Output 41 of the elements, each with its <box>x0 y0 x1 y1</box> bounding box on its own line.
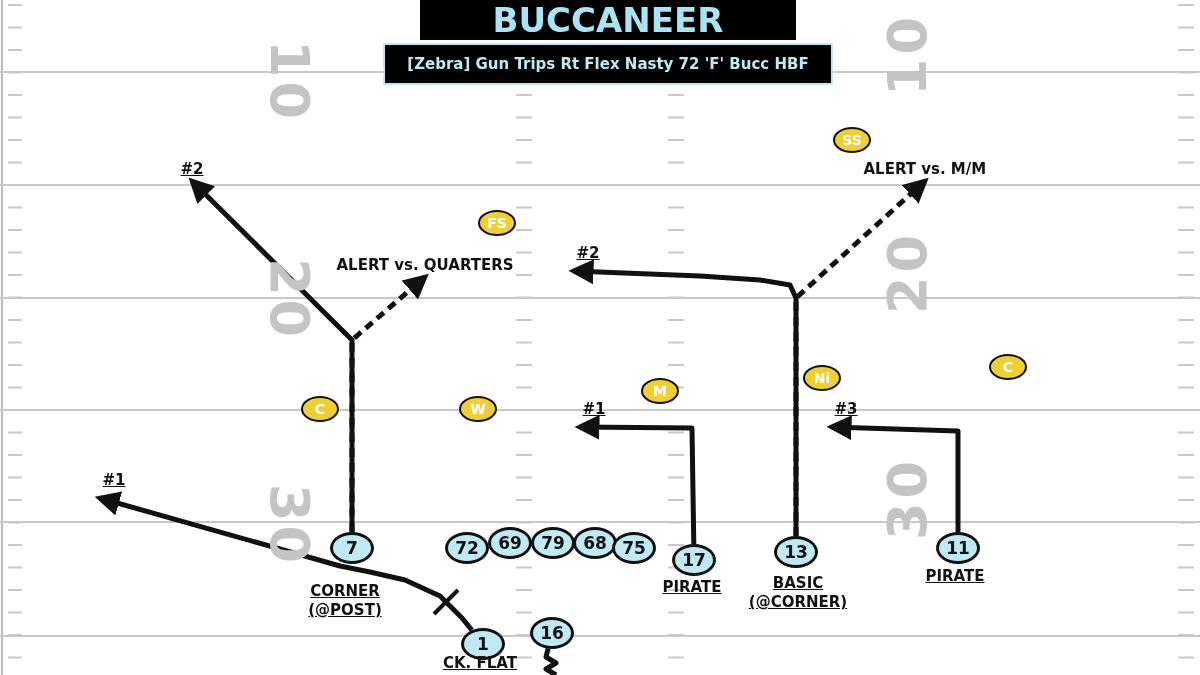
yard-number: 30 <box>258 484 321 568</box>
yard-number: 20 <box>876 230 939 314</box>
receiver-number: #1 <box>102 471 126 489</box>
route-note: ALERT vs. M/M <box>863 160 987 178</box>
route-name: CORNER (@POST) <box>307 582 383 620</box>
player-marker: 17 <box>672 544 716 576</box>
route-name: PIRATE <box>661 578 723 597</box>
yard-number: 20 <box>258 258 321 342</box>
player-marker: 7 <box>330 532 374 564</box>
yard-number: 10 <box>258 40 321 124</box>
player-marker: 68 <box>573 527 617 559</box>
title: BUCCANEER <box>420 0 796 40</box>
defender-marker: FS <box>478 210 516 236</box>
receiver-number: #1 <box>582 400 606 418</box>
route-arrow <box>826 415 961 532</box>
defender-marker: C <box>989 354 1027 380</box>
route-arrow <box>568 259 799 536</box>
defender-marker: W <box>459 396 497 422</box>
receiver-number: #3 <box>834 400 858 418</box>
defender-marker: Ni <box>803 365 841 391</box>
receiver-number: #2 <box>180 160 204 178</box>
route-name: PIRATE <box>924 567 986 586</box>
subtitle: [Zebra] Gun Trips Rt Flex Nasty 72 'F' Bucc HBF <box>383 43 833 85</box>
route-arrow <box>94 491 474 632</box>
player-marker: 69 <box>488 527 532 559</box>
receiver-number: #2 <box>576 244 600 262</box>
player-marker: 16 <box>530 617 574 649</box>
route-note: ALERT vs. QUARTERS <box>336 256 514 274</box>
player-marker: 72 <box>445 532 489 564</box>
route-arrow <box>574 414 697 545</box>
route-name: BASIC (@CORNER) <box>747 574 849 612</box>
defender-marker: SS <box>833 127 871 153</box>
route-arrow <box>188 177 355 532</box>
defender-marker: M <box>641 378 679 404</box>
defender-marker: C <box>301 396 339 422</box>
player-marker: 13 <box>774 536 818 568</box>
player-marker: 75 <box>612 532 656 564</box>
yard-number: 30 <box>876 456 939 540</box>
motion-line <box>543 648 559 675</box>
player-marker: 79 <box>531 527 575 559</box>
player-marker: 11 <box>936 532 980 564</box>
